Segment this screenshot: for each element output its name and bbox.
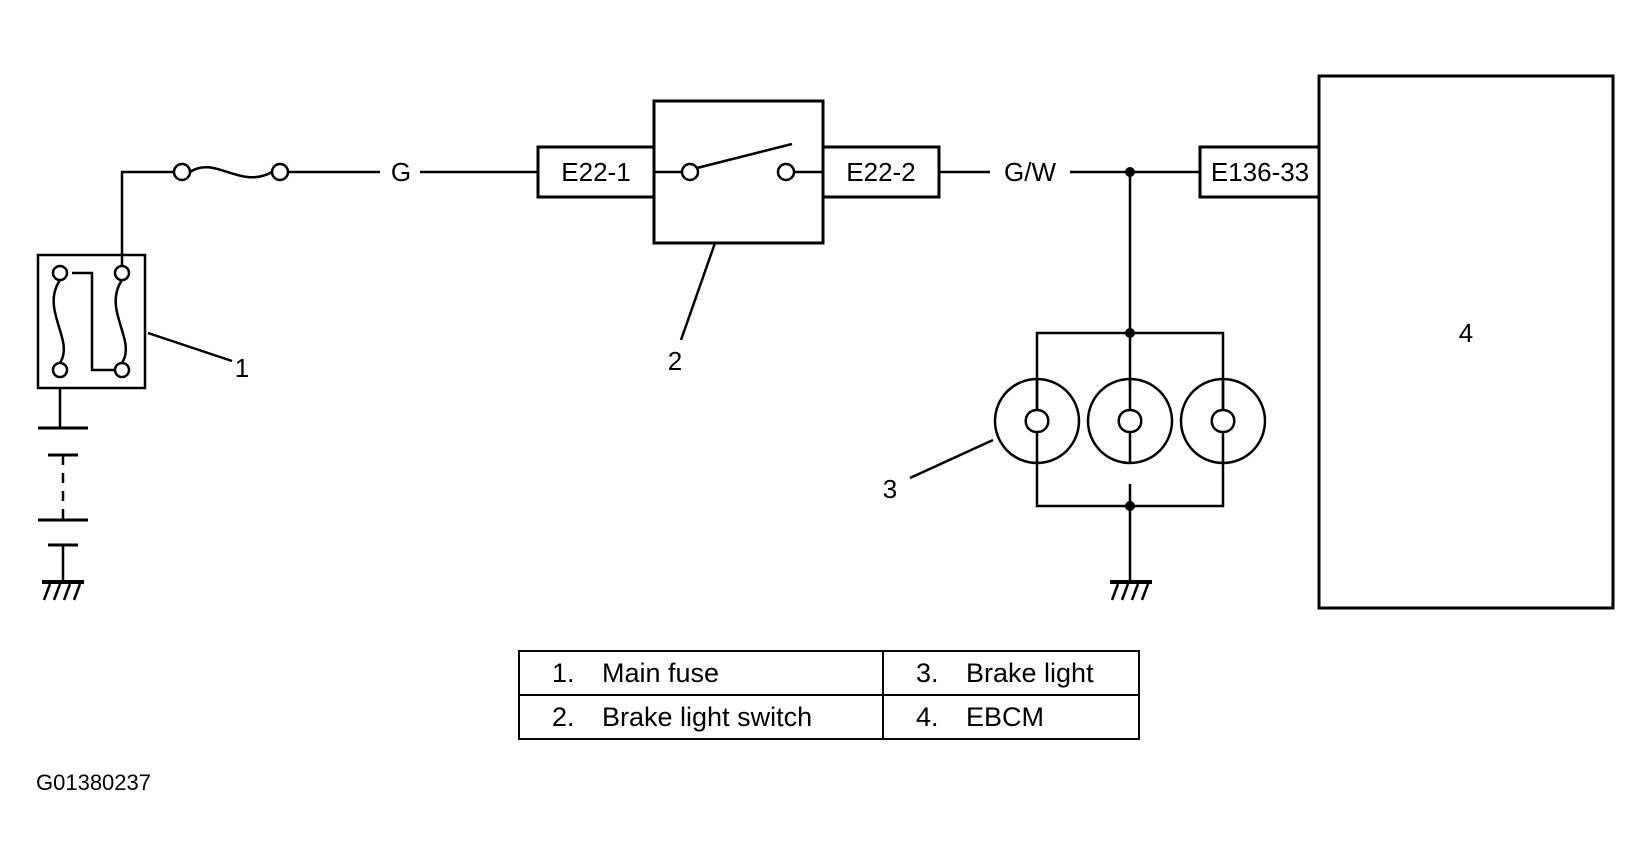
legend-text: EBCM xyxy=(966,701,1045,732)
wire-label-g: G xyxy=(391,157,411,187)
legend-text: Brake light xyxy=(966,657,1094,688)
connector-label-e22-2: E22-2 xyxy=(846,157,915,187)
connector-label-e136-33: E136-33 xyxy=(1211,157,1309,187)
legend-number: 4. xyxy=(916,701,939,732)
ebcm-box xyxy=(1317,74,1615,610)
ground-symbol-right xyxy=(1110,580,1152,601)
wire-label-g-w: G/W xyxy=(1004,157,1056,187)
legend-number: 1. xyxy=(552,657,575,688)
legend-cell: 3. Brake light xyxy=(882,650,1140,696)
legend-number: 3. xyxy=(916,657,939,688)
legend-number: 2. xyxy=(552,701,575,732)
legend-text: Brake light switch xyxy=(602,701,813,732)
callout-3: 3 xyxy=(883,474,897,504)
callout-2: 2 xyxy=(668,346,682,376)
legend-row: 2. Brake light switch 4. EBCM xyxy=(518,694,1140,740)
callout-1: 1 xyxy=(235,353,249,383)
legend-table: 1. Main fuse 3. Brake light 2. Brake light … xyxy=(518,650,1140,740)
connector-label-e22-1: E22-1 xyxy=(561,157,630,187)
legend-cell: 2. Brake light switch xyxy=(518,694,884,740)
figure-id: G01380237 xyxy=(36,770,151,795)
legend-text: Main fuse xyxy=(602,657,720,688)
legend-cell: 1. Main fuse xyxy=(518,650,884,696)
ground-symbol-left xyxy=(42,580,84,601)
legend-row: 1. Main fuse 3. Brake light xyxy=(518,650,1140,696)
callout-4: 4 xyxy=(1459,318,1473,348)
legend-cell: 4. EBCM xyxy=(882,694,1140,740)
main-fuse-box xyxy=(36,253,147,390)
